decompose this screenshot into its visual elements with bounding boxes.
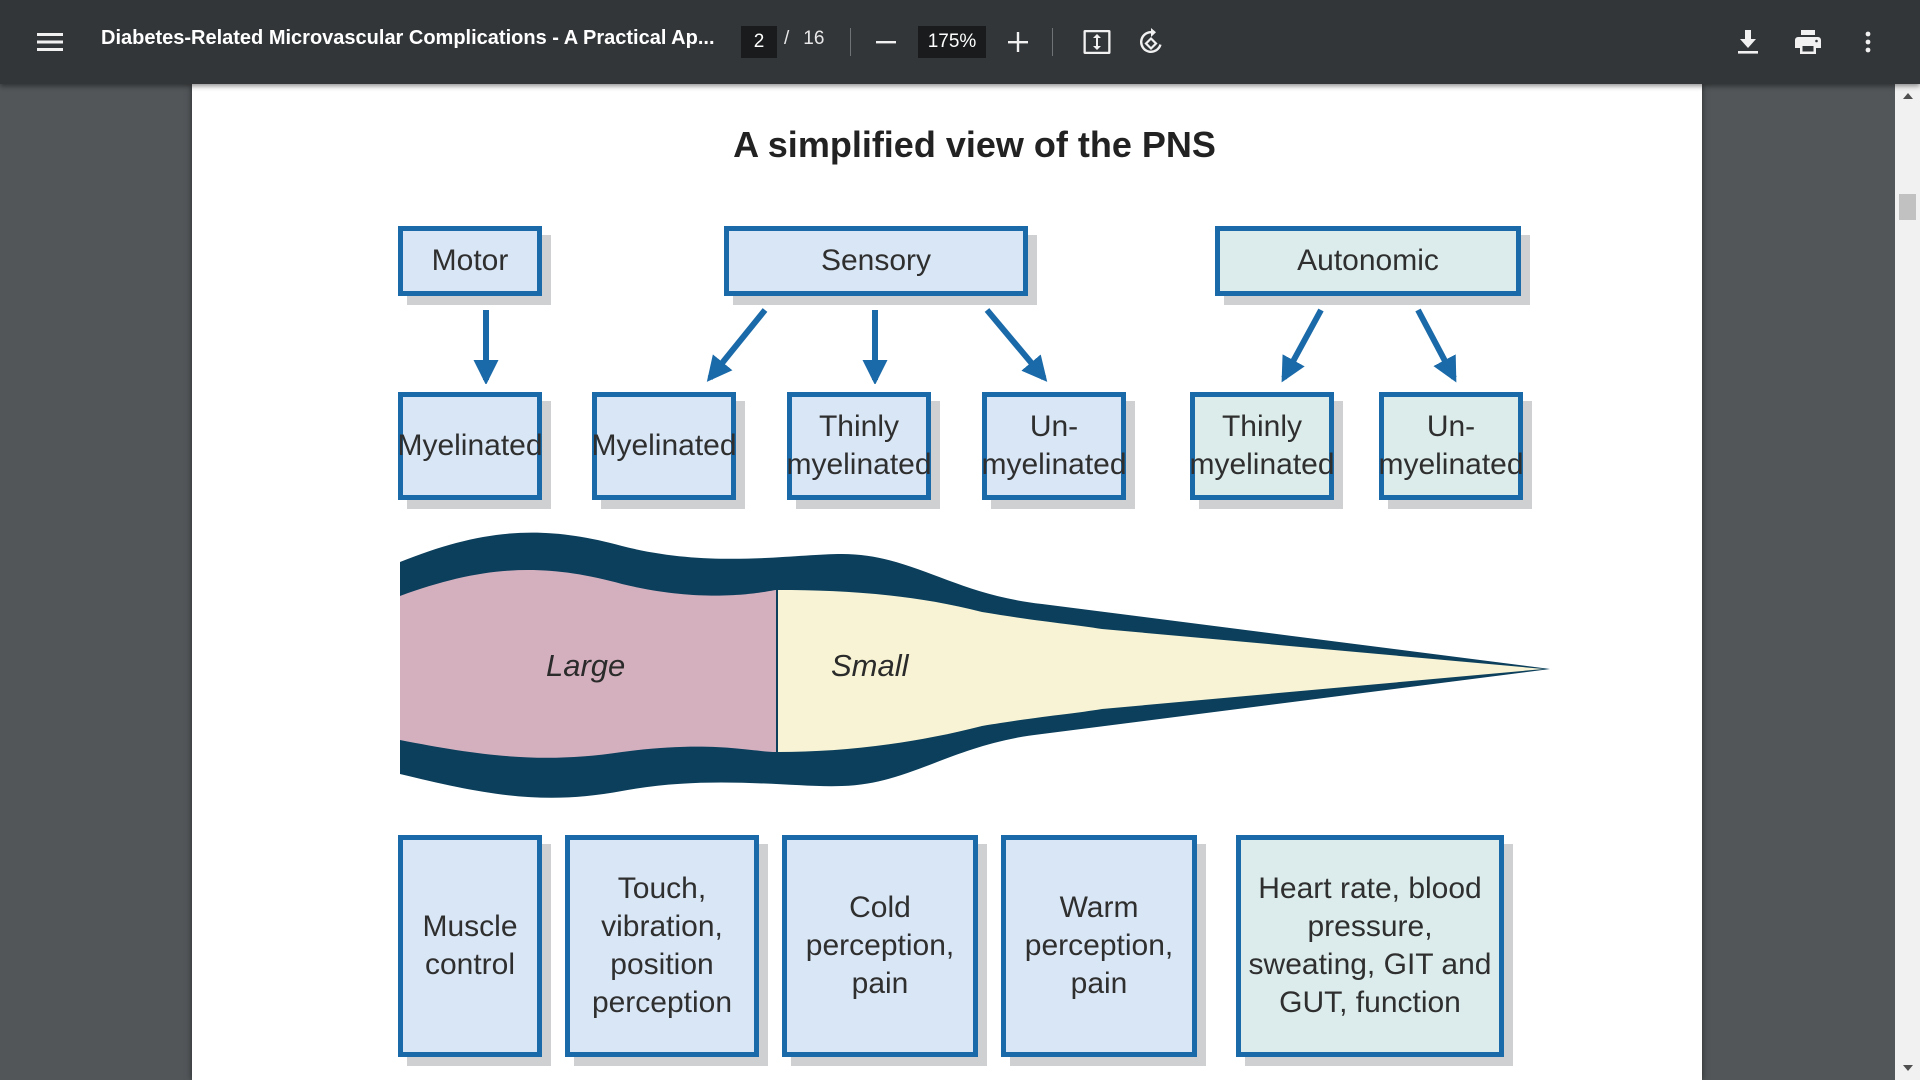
rotate-button[interactable] — [1127, 18, 1175, 66]
toolbar-divider — [850, 28, 851, 56]
diagram-title: A simplified view of the PNS — [733, 124, 1216, 165]
function-warm-perception: Warm perception, pain — [1001, 835, 1197, 1057]
small-fiber-region — [778, 590, 1544, 752]
arrow-sensory-unmyelinated — [984, 308, 1048, 382]
menu-button[interactable] — [26, 18, 74, 66]
fiber-autonomic-unmyelinated: Un- myelinated — [1378, 392, 1524, 500]
minus-icon — [876, 41, 896, 44]
function-cold-perception: Cold perception, pain — [782, 835, 978, 1057]
toolbar-divider — [1052, 28, 1053, 56]
diagram-arrows — [473, 308, 1457, 384]
nerve-fiber-illustration — [400, 532, 1550, 798]
print-button[interactable] — [1784, 18, 1832, 66]
fiber-motor-myelinated: Myelinated — [397, 392, 543, 500]
arrow-sensory-myelinated — [706, 308, 768, 382]
small-fiber-label: Small — [831, 648, 909, 683]
triangle-down-icon — [1902, 1065, 1913, 1071]
large-fiber-label: Large — [546, 648, 626, 683]
rotate-icon — [1139, 28, 1162, 53]
pdf-toolbar: Diabetes-Related Microvascular Complicat… — [0, 0, 1920, 84]
print-icon — [1795, 30, 1821, 54]
zoom-in-button[interactable] — [994, 18, 1042, 66]
scrollbar-thumb[interactable] — [1899, 194, 1916, 220]
function-muscle-control: Muscle control — [398, 835, 542, 1057]
fiber-autonomic-thinly-myelinated: Thinly myelinated — [1189, 392, 1335, 500]
zoom-out-button[interactable] — [862, 18, 910, 66]
fiber-sensory-thinly-myelinated: Thinly myelinated — [786, 392, 932, 500]
page-total: 16 — [803, 28, 825, 49]
fiber-sensory-myelinated: Myelinated — [591, 392, 737, 500]
pdf-page: A simplified view of the PNS Motor Senso… — [192, 84, 1702, 1080]
more-vert-icon — [1865, 31, 1871, 53]
category-sensory: Sensory — [724, 226, 1028, 296]
arrow-autonomic-unmyelinated — [1415, 308, 1457, 383]
fiber-sensory-unmyelinated: Un- myelinated — [981, 392, 1127, 500]
document-title: Diabetes-Related Microvascular Complicat… — [101, 27, 715, 49]
large-fiber-region — [400, 570, 776, 758]
vertical-scrollbar[interactable] — [1895, 84, 1920, 1080]
category-motor: Motor — [398, 226, 542, 296]
more-actions-button[interactable] — [1844, 18, 1892, 66]
scroll-down-arrow[interactable] — [1895, 1056, 1920, 1080]
fit-page-icon — [1083, 30, 1111, 54]
fit-to-page-button[interactable] — [1073, 18, 1121, 66]
scroll-up-arrow[interactable] — [1895, 84, 1920, 108]
page-number-input[interactable]: 2 — [741, 26, 777, 58]
download-icon — [1738, 30, 1758, 54]
arrow-autonomic-thinly — [1281, 308, 1324, 383]
plus-icon — [1008, 32, 1028, 52]
download-button[interactable] — [1724, 18, 1772, 66]
category-autonomic: Autonomic — [1215, 226, 1521, 296]
function-autonomic: Heart rate, blood pressure, sweating, GI… — [1236, 835, 1504, 1057]
zoom-level-input[interactable]: 175% — [918, 26, 986, 58]
page-separator: / — [784, 28, 790, 49]
menu-icon — [37, 33, 63, 51]
triangle-up-icon — [1902, 93, 1913, 99]
function-touch-vibration: Touch, vibration, position perception — [565, 835, 759, 1057]
